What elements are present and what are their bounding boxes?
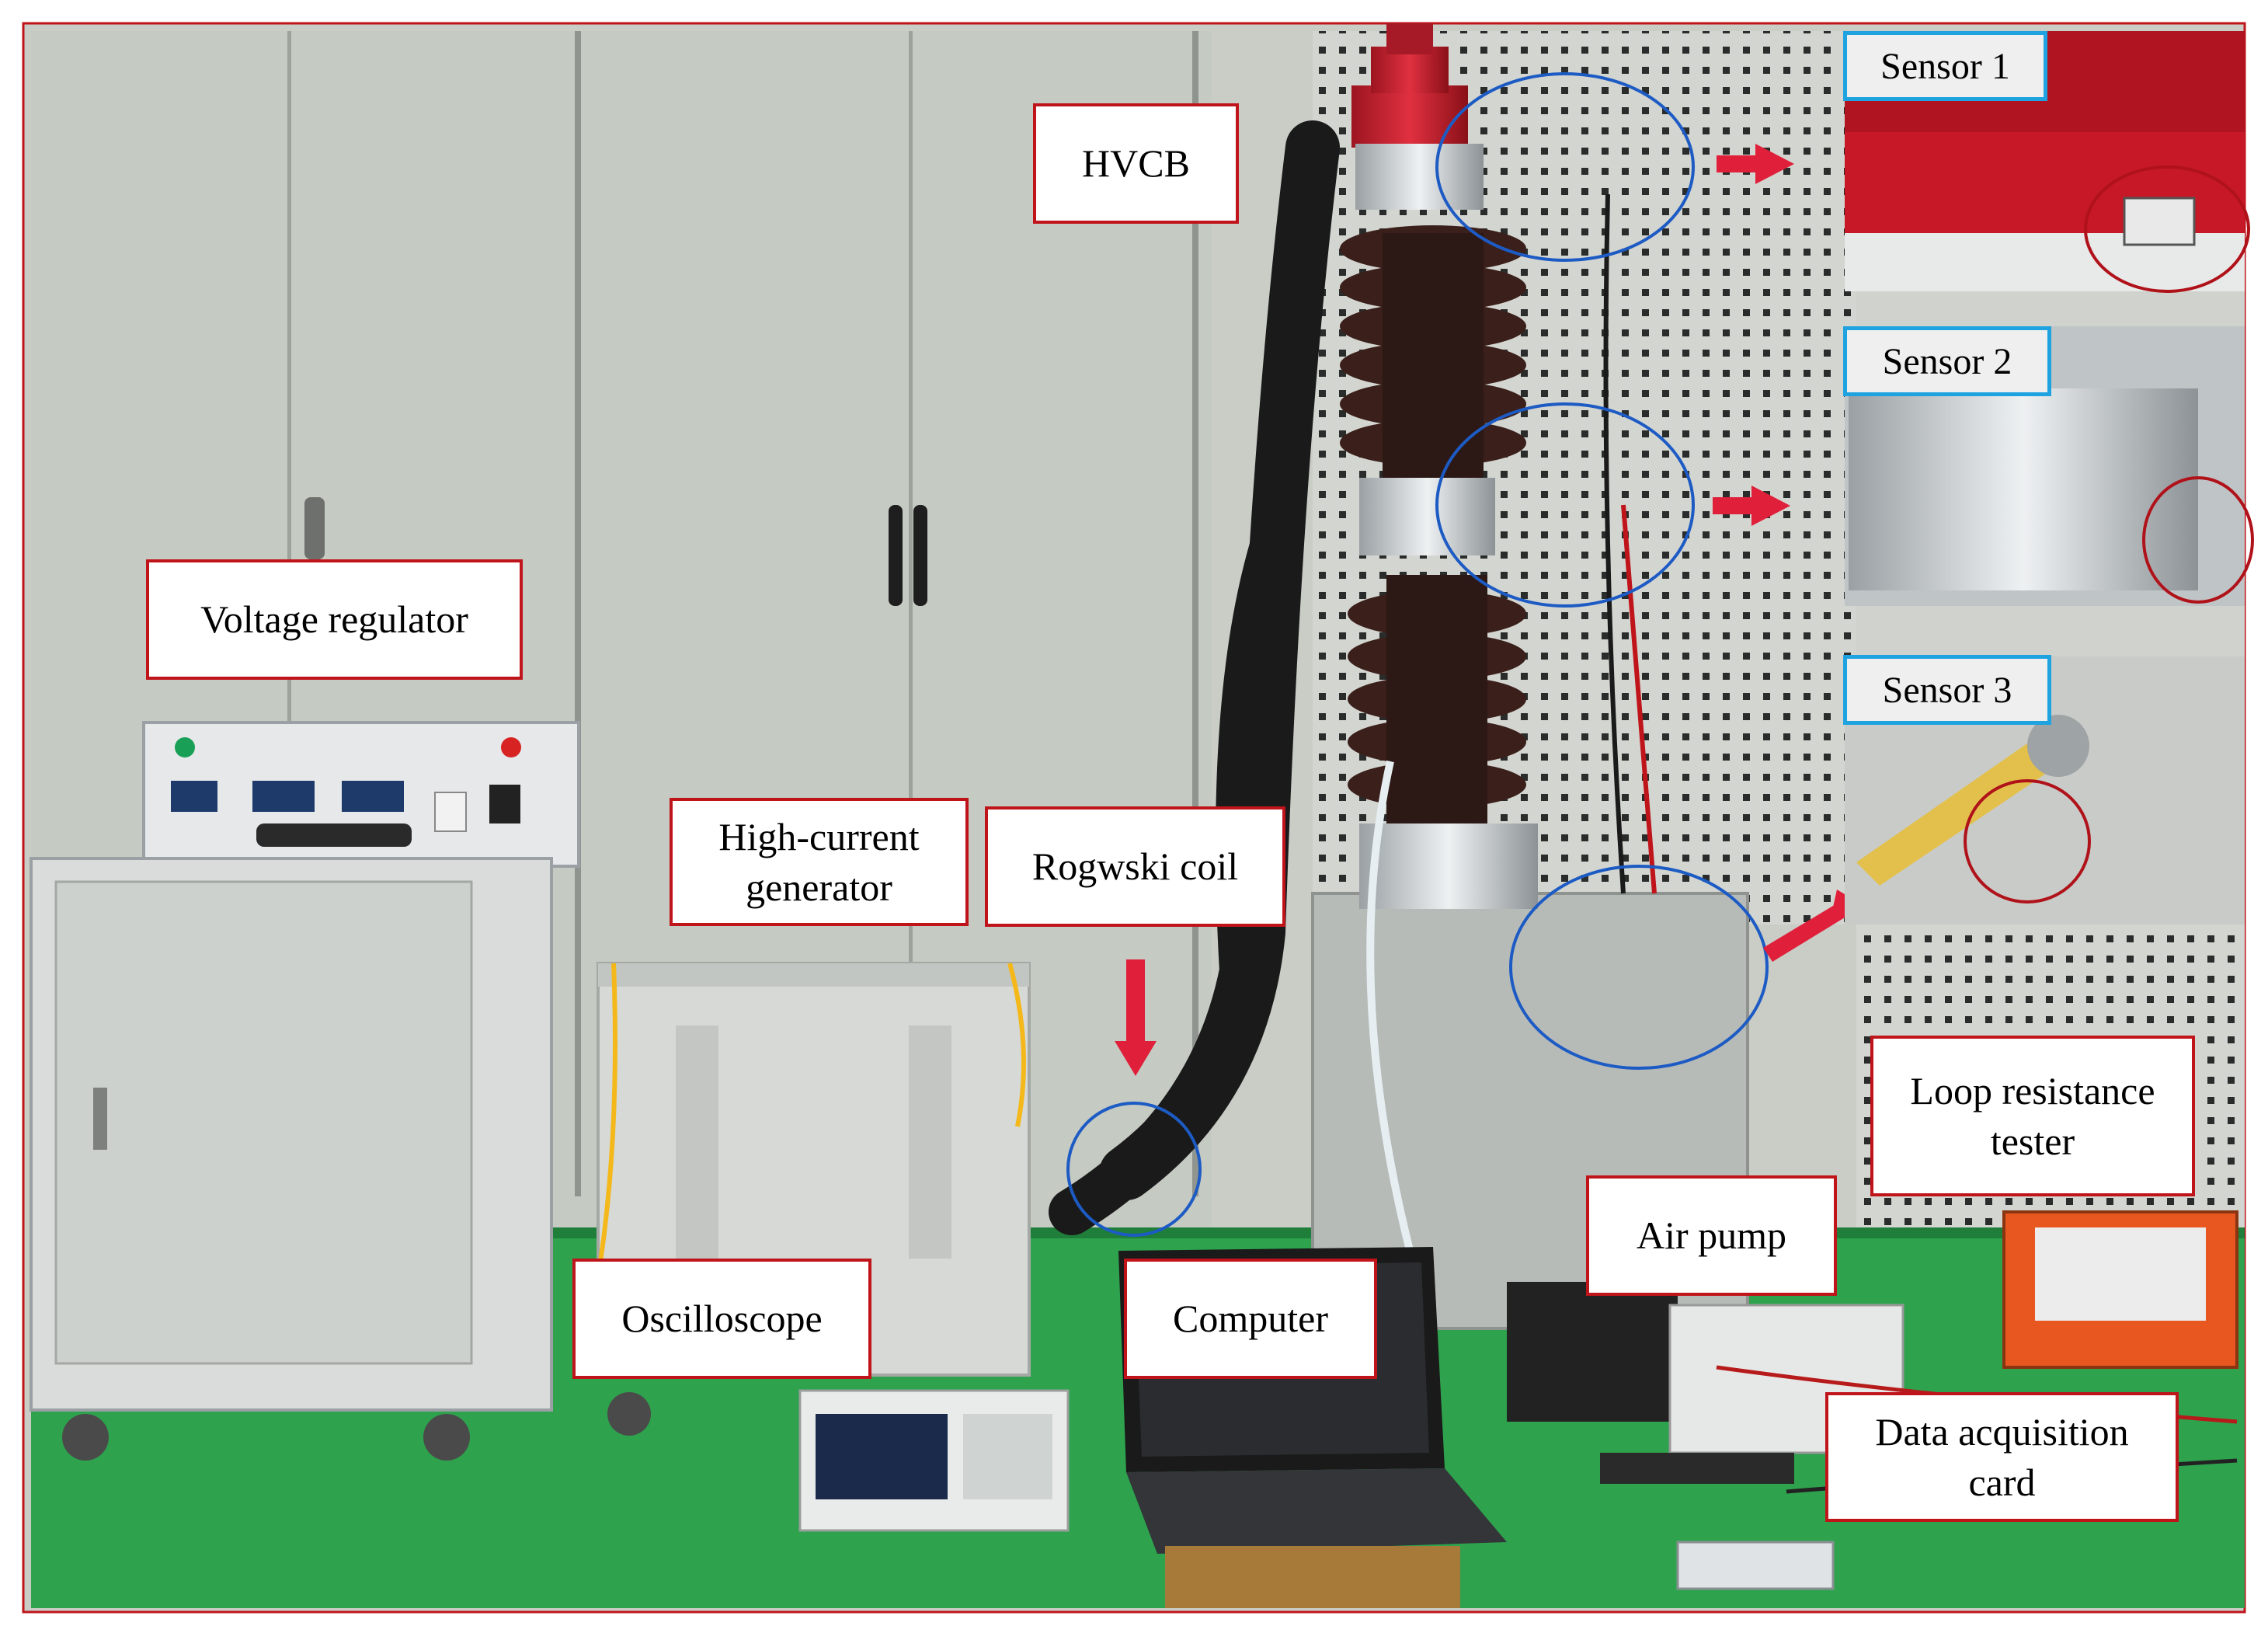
- voltage-regulator-cabinet: [30, 721, 580, 1461]
- sensor-1-title: Sensor 1: [1843, 31, 2047, 101]
- high-current-cables: [1049, 120, 1340, 1235]
- loop-resistance-tester-device: [2002, 1210, 2238, 1369]
- air-pump-label: Air pump: [1586, 1175, 1837, 1296]
- loop-resistance-tester-label: Loop resistance tester: [1870, 1036, 2195, 1196]
- pointer-arrows: [1115, 144, 1856, 1076]
- daq-card-device: [1676, 1541, 1835, 1590]
- data-acquisition-card-label: Data acquisition card: [1825, 1392, 2179, 1522]
- rogowski-coil-label: Rogwski coil: [985, 806, 1285, 927]
- oscilloscope-label: Oscilloscope: [572, 1259, 871, 1379]
- oscilloscope-device: [798, 1389, 1070, 1532]
- hvcb-label: HVCB: [1033, 103, 1239, 224]
- voltage-regulator-label: Voltage regulator: [146, 559, 523, 680]
- high-current-generator-label: High-current generator: [670, 798, 969, 926]
- sensor-2-title: Sensor 2: [1843, 326, 2051, 396]
- computer-label: Computer: [1124, 1259, 1377, 1379]
- air-pump: [1507, 1282, 1904, 1484]
- highlight-circles: [1066, 72, 1769, 1237]
- sensor-3-title: Sensor 3: [1843, 655, 2051, 725]
